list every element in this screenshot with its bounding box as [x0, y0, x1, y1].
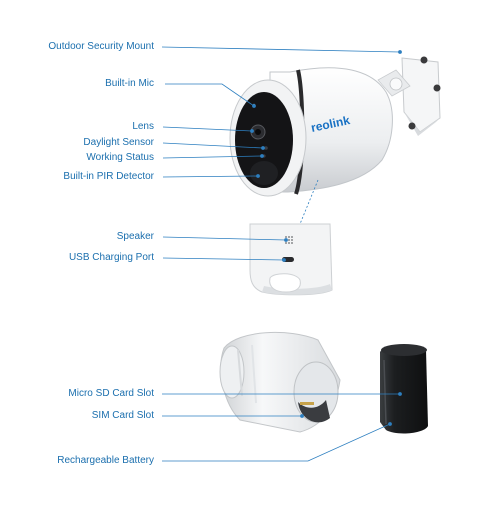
battery-compartment-closeup — [219, 332, 341, 433]
mount-screw-icon — [433, 84, 441, 92]
leader-line-battery — [162, 423, 391, 462]
label-rechargeable-battery: Rechargeable Battery — [57, 455, 154, 466]
leader-lines — [161, 46, 402, 462]
label-lens: Lens — [132, 121, 154, 132]
pir-detector-icon — [250, 161, 278, 185]
leader-line-usb — [162, 257, 285, 261]
label-working-status: Working Status — [86, 152, 154, 163]
leader-line-status — [162, 155, 263, 159]
outdoor-security-mount — [377, 56, 441, 136]
label-sim-card-slot: SIM Card Slot — [91, 410, 154, 421]
sim-slot-icon — [300, 402, 314, 405]
camera-body: reolink — [229, 67, 393, 197]
mount-screw-icon — [408, 122, 416, 130]
label-usb-charging-port: USB Charging Port — [68, 252, 154, 263]
label-micro-sd-card-slot: Micro SD Card Slot — [68, 388, 154, 399]
leader-line-lens — [162, 126, 253, 132]
leader-line-daylight — [162, 142, 264, 149]
leader-line-mic — [165, 83, 255, 107]
label-outdoor-security-mount: Outdoor Security Mount — [48, 41, 154, 52]
usb-cover-flap — [269, 273, 301, 293]
mount-screw-icon — [420, 56, 428, 64]
leader-line-speaker — [162, 236, 287, 241]
label-built-in-pir-detector: Built-in PIR Detector — [63, 171, 154, 182]
label-built-in-mic: Built-in Mic — [105, 78, 154, 89]
daylight-sensor-icon — [264, 146, 268, 150]
card-slot-icon — [298, 400, 330, 423]
leader-line-pir — [162, 175, 259, 178]
label-daylight-sensor: Daylight Sensor — [83, 137, 154, 148]
leader-line-mount — [161, 46, 401, 53]
camera-bottom-closeup — [249, 223, 333, 296]
label-speaker: Speaker — [116, 231, 154, 242]
rechargeable-battery — [380, 344, 428, 434]
